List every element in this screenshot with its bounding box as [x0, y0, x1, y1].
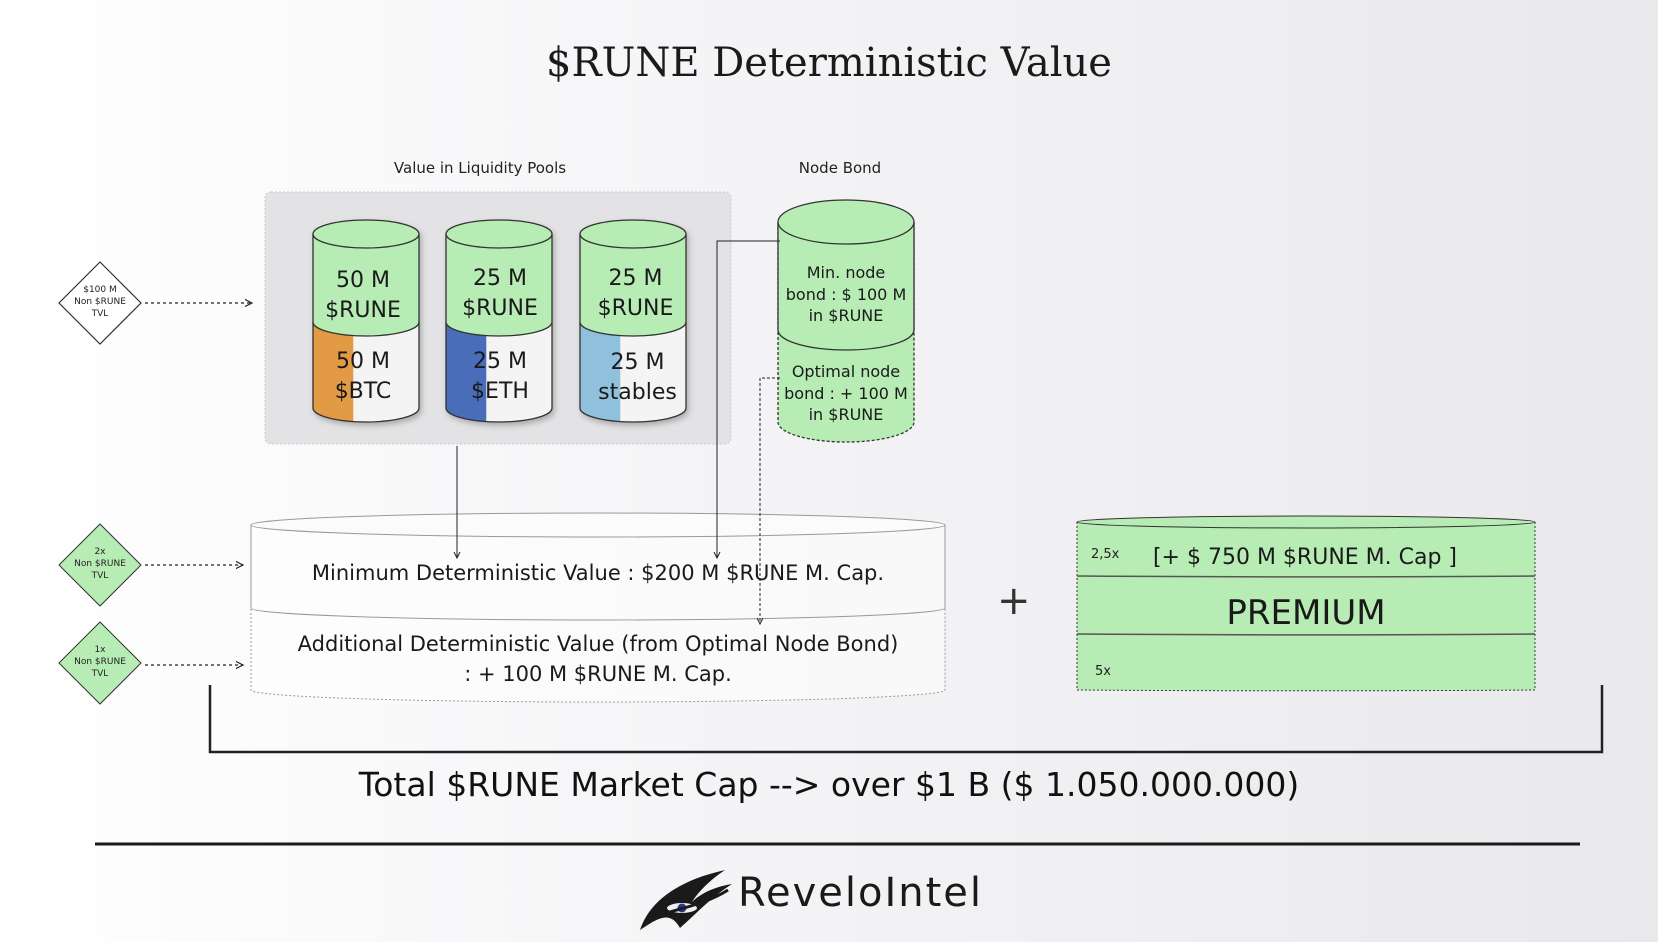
premium-cylinder: [1076, 515, 1536, 692]
revelointel-logo-text: ReveloIntel: [738, 870, 984, 916]
pool1-top-text: 50 M$RUNE: [325, 268, 401, 323]
pool-cylinder-1: [312, 219, 420, 423]
premium-top-multiplier: 2,5x: [1091, 547, 1120, 562]
diamond-tvl-2x: [58, 523, 142, 607]
diamond-tvl-100m: [58, 261, 142, 345]
diamond-tvl-1x: [58, 621, 142, 705]
minimum-deterministic-value: Minimum Deterministic Value : $200 M $RU…: [311, 561, 885, 585]
additional-deterministic-value: Additional Deterministic Value (from Opt…: [297, 632, 899, 687]
pool1-bottom-text: 50 M$BTC: [334, 349, 392, 404]
node-bond-cylinder: [777, 199, 915, 443]
premium-top-text: [+ $ 750 M $RUNE M. Cap ]: [1152, 545, 1458, 570]
pool3-top-text: 25 M$RUNE: [597, 266, 674, 321]
pool-cylinders: [312, 219, 687, 423]
premium-bottom-multiplier: 5x: [1095, 664, 1111, 679]
plus-sign: +: [997, 578, 1031, 624]
total-bracket: [208, 685, 1604, 754]
page-title: $RUNE Deterministic Value: [546, 40, 1112, 86]
flow-connectors: [457, 240, 780, 624]
total-market-cap: Total $RUNE Market Cap --> over $1 B ($ …: [358, 765, 1300, 804]
pool2-bottom-text: 25 M$ETH: [471, 349, 529, 404]
deterministic-value-cylinder: [250, 512, 946, 703]
liquidity-pools-label: Value in Liquidity Pools: [393, 159, 567, 177]
diamond-arrows: [145, 303, 252, 665]
pool2-top-text: 25 M$RUNE: [462, 266, 538, 321]
node-bond-label: Node Bond: [798, 159, 882, 177]
diamond-shapes: [58, 261, 142, 705]
pool-cylinder-3: [579, 219, 687, 423]
revelointel-eye-icon: [640, 870, 732, 930]
premium-label: PREMIUM: [1226, 593, 1386, 633]
pool-cylinder-2: [445, 219, 553, 423]
